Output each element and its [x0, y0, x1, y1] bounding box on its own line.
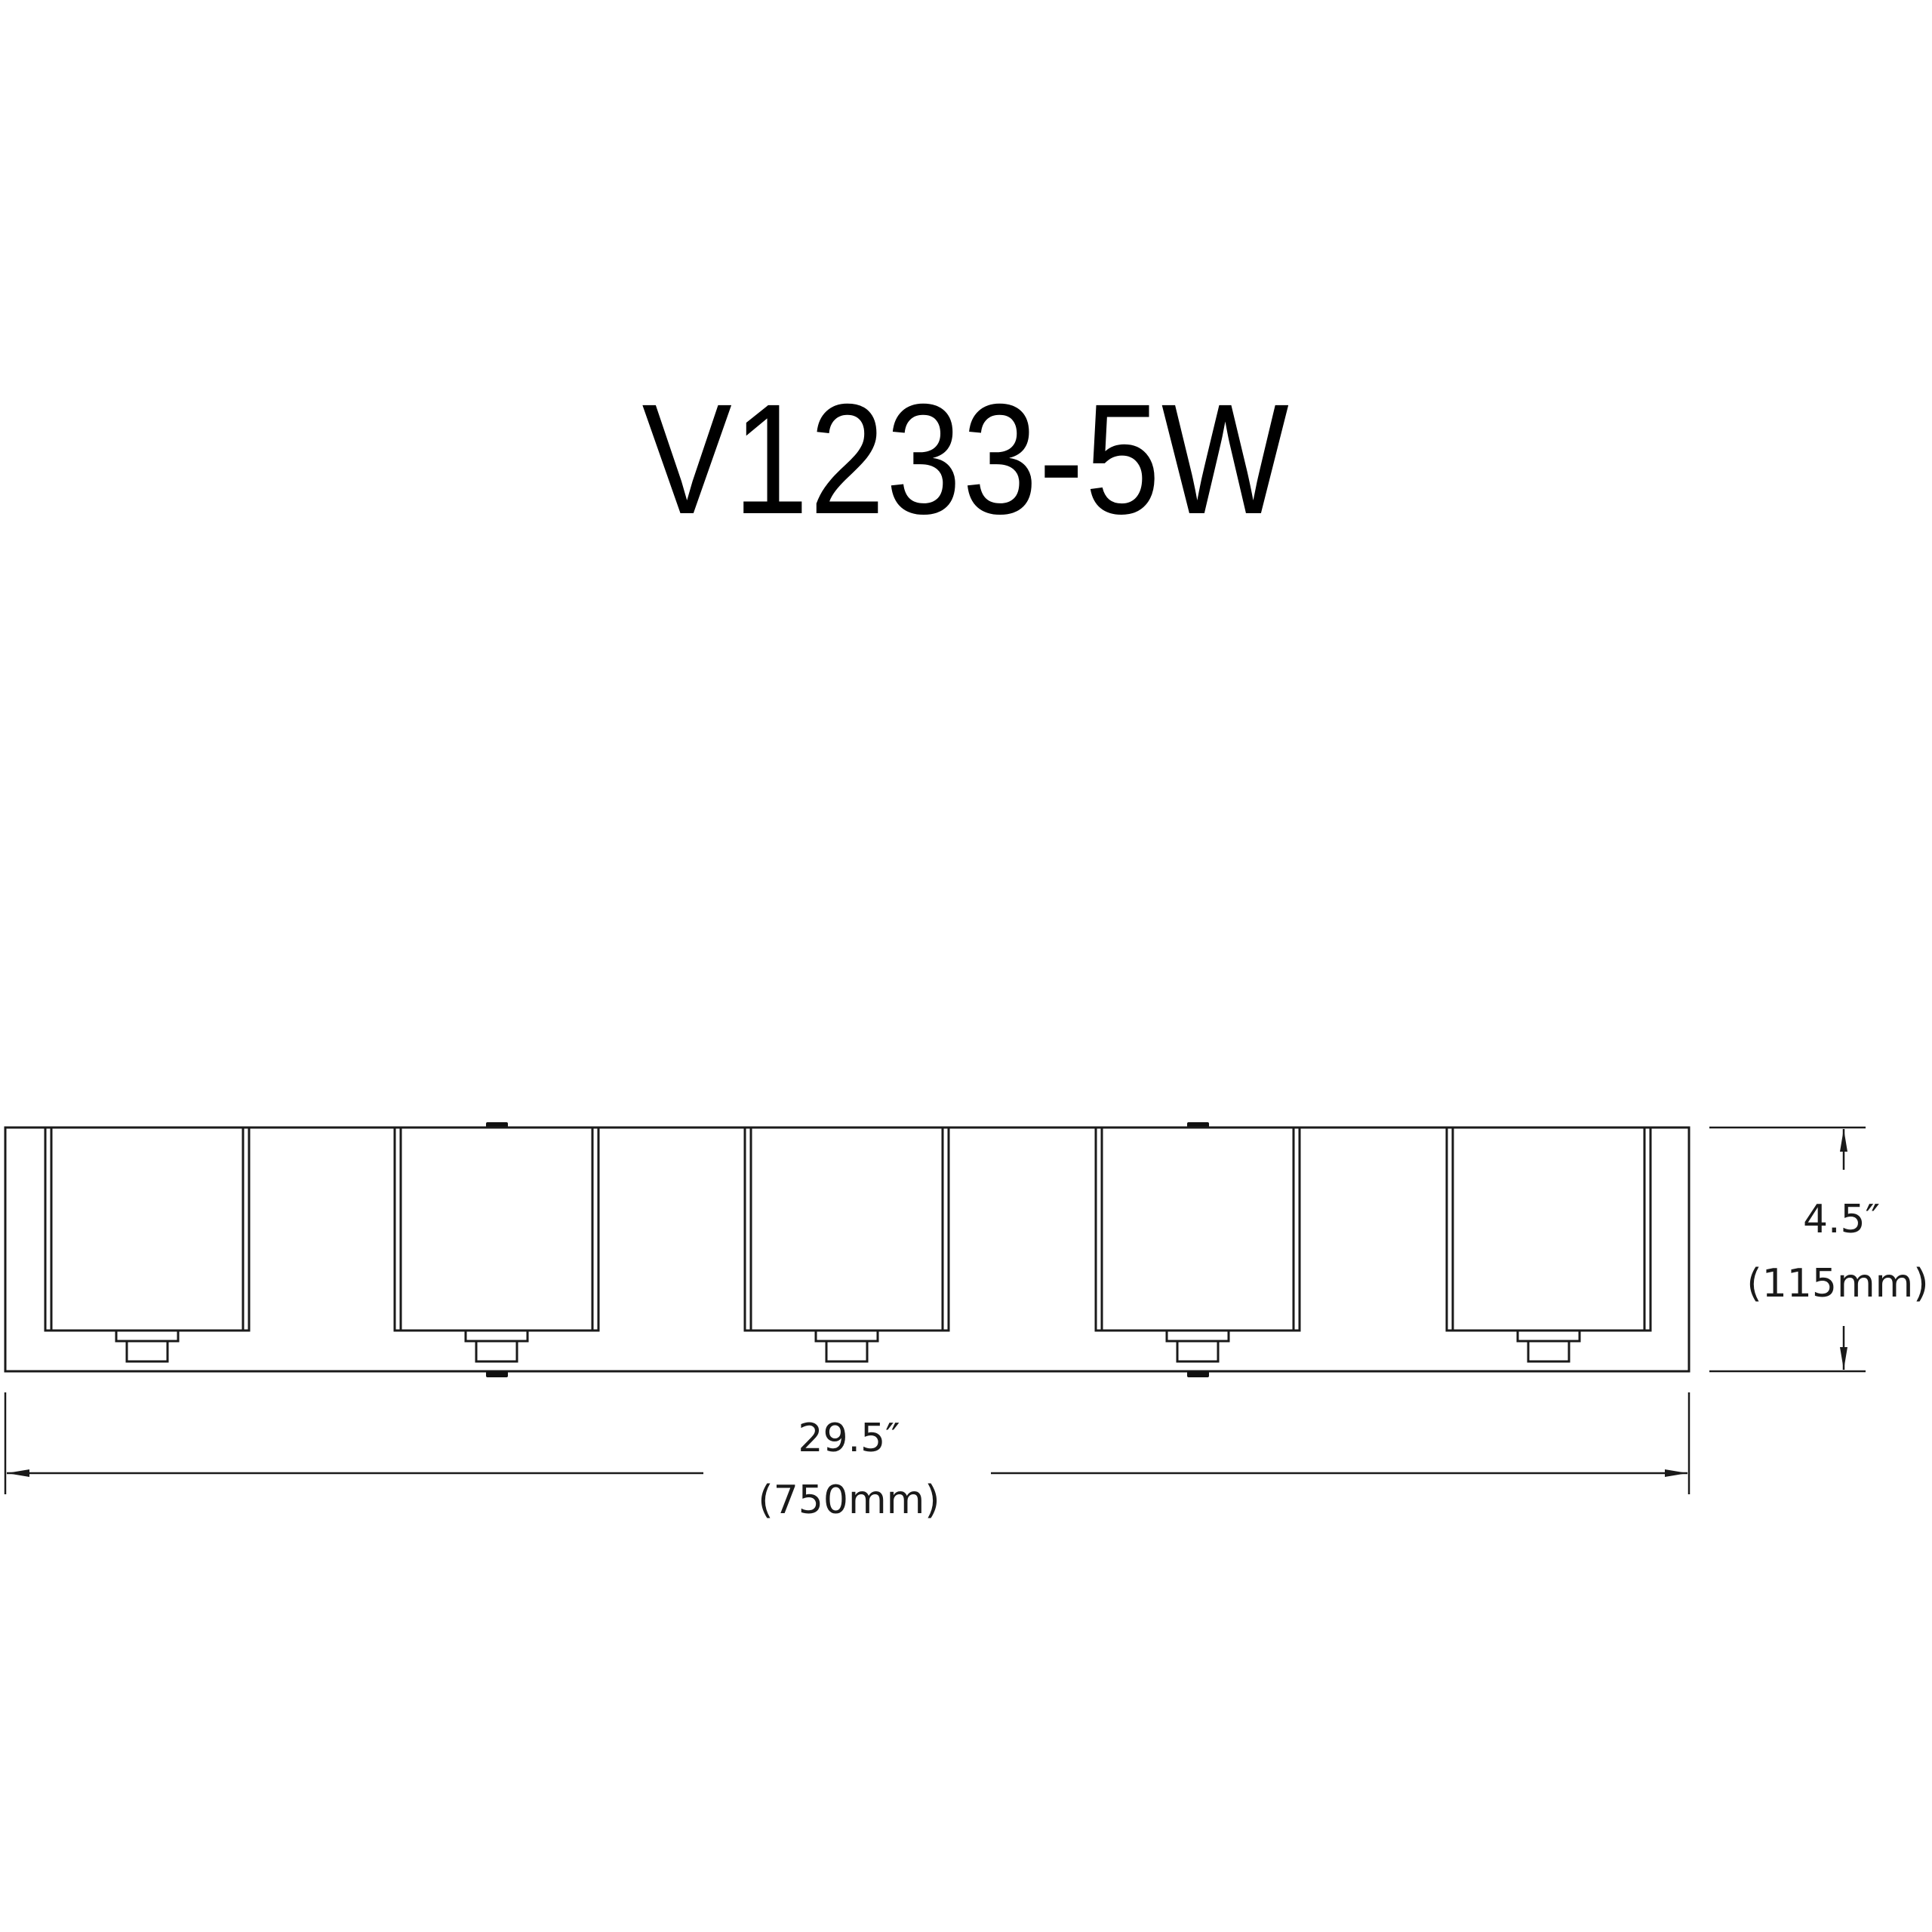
socket-cap	[115, 1329, 180, 1343]
width-imperial-label: 29.5″	[798, 1416, 900, 1461]
shade-2	[393, 1126, 600, 1363]
shade-3	[743, 1126, 950, 1363]
socket-base	[475, 1340, 518, 1363]
mounting-bar-bottom-2	[1187, 1371, 1209, 1377]
height-imperial-label: 4.5″	[1802, 1197, 1881, 1242]
socket-cap	[464, 1329, 529, 1343]
socket-base	[1527, 1340, 1571, 1363]
height-dimension	[1709, 1126, 1866, 1373]
shade-4	[1094, 1126, 1301, 1363]
shade-1	[44, 1126, 251, 1363]
height-metric-label: (115mm)	[1746, 1261, 1929, 1306]
socket-base	[125, 1340, 169, 1363]
width-metric-label: (750mm)	[758, 1478, 940, 1523]
socket-cap	[1165, 1329, 1230, 1343]
socket-base	[1176, 1340, 1220, 1363]
socket-base	[825, 1340, 869, 1363]
socket-cap	[1516, 1329, 1581, 1343]
socket-cap	[814, 1329, 879, 1343]
shades	[44, 1126, 1652, 1363]
width-dimension	[4, 1392, 1690, 1494]
shade-5	[1445, 1126, 1652, 1363]
model-number-title: V1233-5W	[641, 372, 1291, 547]
mounting-bar-bottom-1	[486, 1371, 508, 1377]
